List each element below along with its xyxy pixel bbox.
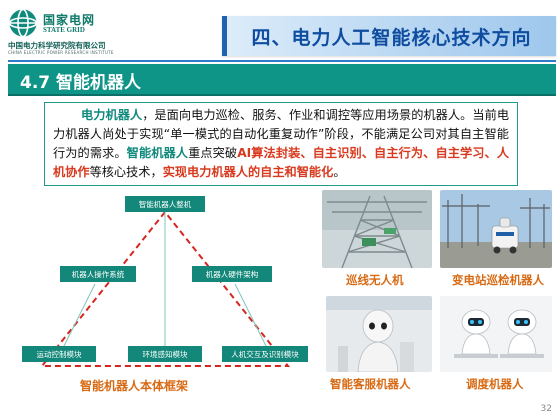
- state-grid-logo: 国家电网 STATE GRID: [8, 8, 168, 54]
- node-environment-perception: 环境感知模块: [128, 346, 202, 362]
- organization-name: 中国电力科学研究院有限公司: [8, 41, 106, 50]
- section-header-bar: 4.7 智能机器人: [8, 64, 556, 96]
- dispatch-robot-caption: 调度机器人: [466, 377, 524, 391]
- intro-text-4: 。: [333, 165, 346, 179]
- intro-text-3: 等核心技术，: [89, 165, 163, 179]
- robot-framework-diagram: 智能机器人整机 机器人操作系统 机器人硬件架构 运动控制模块 环境感知模块 人机…: [20, 196, 310, 396]
- page-number: 32: [540, 404, 552, 414]
- intro-term-intelligent-robot: 智能机器人: [126, 146, 189, 160]
- service-robot-caption: 智能客服机器人: [330, 377, 411, 391]
- slide-title-banner: 四、电力人工智能核心技术方向: [222, 16, 556, 56]
- intro-paragraph: 电力机器人，是面向电力巡检、服务、作业和调控等应用场景的机器人。当前电力机器人尚…: [53, 106, 509, 182]
- substation-robot-caption: 变电站巡检机器人: [452, 273, 544, 287]
- diagram-caption: 智能机器人本体框架: [80, 379, 189, 393]
- section-title: 4.7 智能机器人: [20, 73, 142, 93]
- node-hardware-architecture: 机器人硬件架构: [192, 266, 272, 282]
- node-motion-control: 运动控制模块: [22, 346, 96, 362]
- organization-english-name: CHINA ELECTRIC POWER RESEARCH INSTITUTE: [8, 50, 114, 55]
- service-robot-photo: [326, 296, 432, 372]
- dispatch-robot-photo: [440, 296, 552, 372]
- node-operating-system: 机器人操作系统: [60, 266, 136, 282]
- intro-key-technologies: AI算法封装、自主识别、自主行为、自主学习、人机协作: [53, 146, 510, 179]
- node-human-machine-interaction: 人机交互及识别模块: [222, 346, 308, 362]
- node-robot-whole: 智能机器人整机: [125, 196, 205, 212]
- logo-english-name: STATE GRID: [43, 26, 85, 34]
- intro-text-2: 重点突破: [188, 146, 238, 160]
- patrol-drone-caption: 巡线无人机: [346, 273, 404, 287]
- substation-robot-photo: [440, 190, 552, 268]
- slide-title: 四、电力人工智能核心技术方向: [251, 26, 532, 49]
- patrol-drone-photo: [322, 190, 432, 268]
- state-grid-logo-icon: [8, 8, 38, 38]
- intro-goal: 实现电力机器人的自主和智能化: [162, 165, 334, 179]
- intro-text-box: 电力机器人，是面向电力巡检、服务、作业和调控等应用场景的机器人。当前电力机器人尚…: [44, 102, 518, 186]
- framework-triangle: [39, 210, 291, 367]
- intro-text-1: ，是面向电力巡检、服务、作业和调控等应用场景的机器人。当前电力机器人尚处于实现“…: [53, 108, 510, 160]
- header-divider: [8, 60, 556, 62]
- logo-chinese-name: 国家电网: [43, 13, 96, 27]
- intro-term-power-robot: 电力机器人: [81, 108, 143, 122]
